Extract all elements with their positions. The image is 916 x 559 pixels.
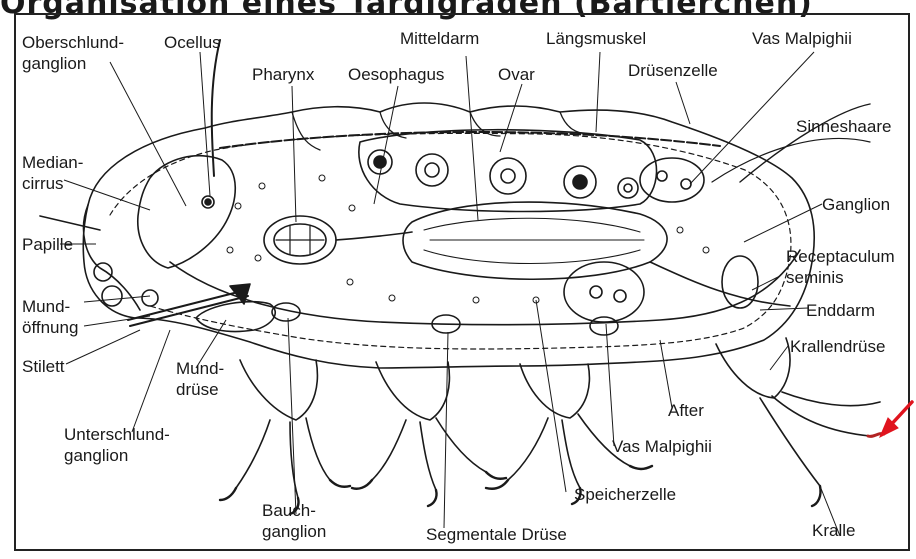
label-ganglion: Ganglion — [822, 194, 890, 215]
longitudinal-muscle — [220, 132, 720, 148]
label-unterschlundganglion: Unterschlund- ganglion — [64, 424, 170, 466]
label-speicherzelle: Speicherzelle — [574, 484, 676, 505]
label-receptaculum: Receptaculum seminis — [786, 246, 895, 288]
legs — [236, 338, 880, 498]
body-outline — [83, 103, 814, 368]
malpighian-tubule — [564, 262, 644, 322]
stylet — [128, 290, 248, 326]
brain — [138, 156, 235, 268]
label-ovar: Ovar — [498, 64, 535, 85]
red-arrow — [880, 402, 912, 437]
ovary — [359, 130, 657, 212]
label-krallendruese: Krallendrüse — [790, 336, 885, 357]
label-vas-malpighii-top: Vas Malpighii — [752, 28, 852, 49]
head-lobe — [84, 205, 140, 310]
label-munddruese: Mund- drüse — [176, 358, 224, 400]
label-bauchganglion: Bauch- ganglion — [262, 500, 326, 542]
label-oesophagus: Oesophagus — [348, 64, 444, 85]
label-kralle: Kralle — [812, 520, 855, 541]
mouth-papilla-2 — [102, 286, 122, 306]
leader-lines — [60, 52, 840, 536]
label-ocellus: Ocellus — [164, 32, 221, 53]
ganglion-3 — [590, 317, 618, 335]
sensory-hair-1 — [212, 40, 220, 176]
hindgut — [650, 262, 790, 306]
label-stilett: Stilett — [22, 356, 65, 377]
label-vas-malpighii-bottom: Vas Malpighii — [612, 436, 712, 457]
mouth-papilla-1 — [94, 263, 112, 281]
oesophagus — [336, 232, 412, 240]
label-pharynx: Pharynx — [252, 64, 314, 85]
label-mitteldarm: Mitteldarm — [400, 28, 479, 49]
label-mundoeffnung: Mund- öffnung — [22, 296, 78, 338]
label-mediancirrus: Median- cirrus — [22, 152, 83, 194]
label-sinneshaare: Sinneshaare — [796, 116, 891, 137]
mouth-papilla-3 — [142, 290, 158, 306]
label-papille: Papille — [22, 234, 73, 255]
label-oberschlundganglion: Oberschlund- ganglion — [22, 32, 124, 74]
label-enddarm: Enddarm — [806, 300, 875, 321]
label-after: After — [668, 400, 704, 421]
label-druesenzelle: Drüsenzelle — [628, 60, 718, 81]
label-laengsmuskel: Längsmuskel — [546, 28, 646, 49]
cephalic-cirrus — [40, 216, 100, 230]
label-segmentale-druese: Segmentale Drüse — [426, 524, 567, 545]
